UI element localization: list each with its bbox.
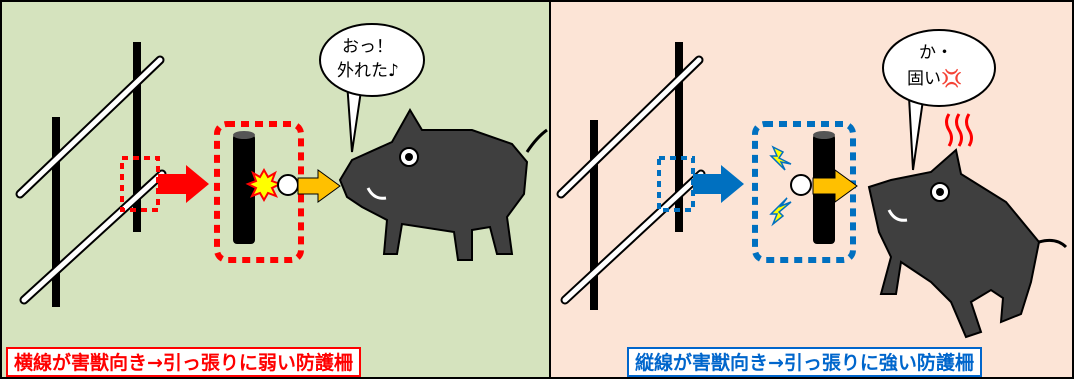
push-arrow [297,169,341,203]
fence-post [590,120,598,310]
push-ball [790,174,812,196]
fence-wire-upper [556,55,704,199]
boar-left [338,108,548,261]
strong-fence-caption: 縦線が害獣向き→引っ張りに強い防護柵 [627,347,982,377]
speech-line-2: 固い💢 [907,68,962,89]
weak-fence-illustration: おっ！ 外れた♪ [2,2,549,377]
wire-top [813,131,835,139]
speech-line-1: か・ [919,43,953,63]
fence-wire-lower [560,169,706,305]
boar-right [867,148,1068,339]
impact-burst-icon [245,167,283,203]
spark-icon [769,197,792,227]
spark-icon [769,145,792,171]
fence-post [675,42,683,232]
anger-heat-icon [945,113,973,147]
speech-line-1: おっ！ [342,37,393,57]
strong-fence-illustration: か・ 固い💢 [551,2,1072,377]
speech-bubble-right: か・ 固い💢 [882,29,996,171]
push-arrow [812,169,858,203]
weak-fence-caption: 横線が害獣向き→引っ張りに弱い防護柵 [6,347,361,377]
speech-bubble-left: おっ！ 外れた♪ [319,23,425,153]
wire-cross-section [233,134,255,244]
speech-line-2: 外れた♪ [337,61,399,81]
fence-wire-upper [15,55,165,199]
weak-fence-panel: おっ！ 外れた♪ 横線が害獣向き→引っ張りに弱い防護柵 [0,0,551,379]
zoom-box [214,121,304,263]
zoom-arrow [158,165,209,203]
fence-wire-lower [19,169,167,305]
zoom-arrow [693,165,744,203]
push-ball [277,174,299,196]
wire-top [233,131,255,139]
fence-post [52,117,60,307]
fence-post [133,42,141,232]
strong-fence-panel: か・ 固い💢 縦線が害獣向き→引っ張りに強い防護柵 [549,0,1074,379]
